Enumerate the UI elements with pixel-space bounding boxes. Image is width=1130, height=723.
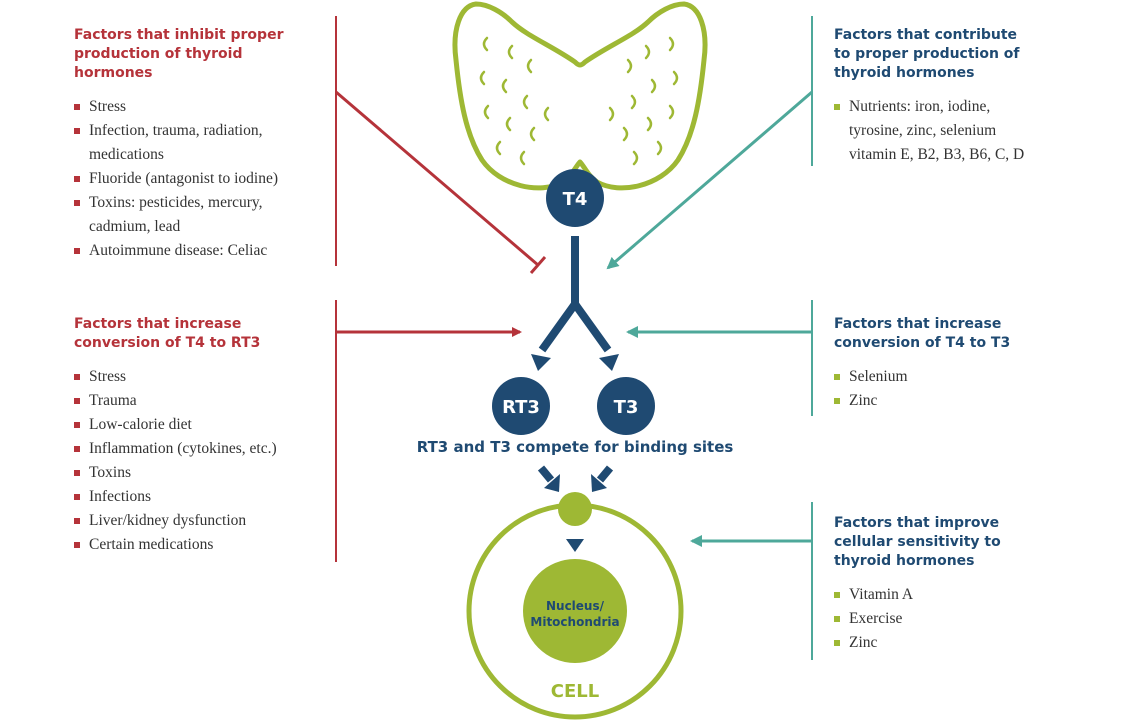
- t4-label: T4: [563, 189, 588, 210]
- panel-heading: Factors that increase conversion of T4 t…: [834, 316, 1011, 351]
- square-bullet-icon: [74, 446, 80, 452]
- square-bullet-icon: [834, 616, 840, 622]
- factor-text: Fluoride (antagonist to iodine): [89, 170, 278, 187]
- square-bullet-icon: [74, 200, 80, 206]
- t4-node: T4: [546, 169, 604, 227]
- contribute-arrow: [606, 90, 813, 270]
- panel-inhibit-production: Factors that inhibit proper production o…: [74, 26, 332, 263]
- factor-item: Fluoride (antagonist to iodine): [74, 167, 332, 191]
- square-bullet-icon: [834, 398, 840, 404]
- factor-item: Infections: [74, 485, 332, 509]
- factor-item: Liver/kidney dysfunction: [74, 509, 332, 533]
- factor-text: Autoimmune disease: Celiac: [89, 242, 268, 259]
- rt3-node: RT3: [492, 377, 550, 435]
- square-bullet-icon: [74, 542, 80, 548]
- factor-text: Infection, trauma, radiation, medication…: [89, 122, 263, 163]
- factor-text: Selenium: [849, 368, 908, 385]
- square-bullet-icon: [74, 374, 80, 380]
- factor-item: Selenium: [834, 365, 1114, 389]
- t3-label: T3: [614, 397, 639, 418]
- factor-item: Zinc: [834, 631, 1114, 655]
- square-bullet-icon: [74, 494, 80, 500]
- panel-heading: Factors that contribute to proper produc…: [834, 27, 1020, 81]
- factor-item: Exercise: [834, 607, 1114, 631]
- factor-item: Stress: [74, 365, 332, 389]
- compete-caption: RT3 and T3 compete for binding sites: [416, 438, 734, 456]
- factor-text: Low-calorie diet: [89, 416, 192, 433]
- factor-item: Autoimmune disease: Celiac: [74, 239, 332, 263]
- panel-cellular-sensitivity: Factors that improve cellular sensitivit…: [834, 514, 1114, 655]
- factor-text: Liver/kidney dysfunction: [89, 512, 247, 529]
- factor-text: Stress: [89, 98, 127, 115]
- factor-text: Vitamin A: [849, 586, 914, 603]
- factor-text: Zinc: [849, 634, 878, 651]
- conversion-branch-arrows: [531, 236, 619, 371]
- factor-item: Zinc: [834, 389, 1114, 413]
- square-bullet-icon: [74, 398, 80, 404]
- square-bullet-icon: [834, 374, 840, 380]
- square-bullet-icon: [74, 248, 80, 254]
- factor-item: Certain medications: [74, 533, 332, 557]
- receptor-node: [558, 492, 592, 526]
- factor-text: Zinc: [849, 392, 878, 409]
- panel-increase-rt3: Factors that increase conversion of T4 t…: [74, 315, 332, 557]
- square-bullet-icon: [74, 470, 80, 476]
- factor-item: Toxins: [74, 461, 332, 485]
- factor-text: Exercise: [849, 610, 903, 627]
- panel-increase-t3: Factors that increase conversion of T4 t…: [834, 315, 1114, 413]
- factor-item: Stress: [74, 95, 332, 119]
- cell-label: CELL: [551, 681, 599, 702]
- inhibit-connector: [335, 90, 547, 274]
- square-bullet-icon: [74, 128, 80, 134]
- factor-item: Toxins: pesticides, mercury, cadmium, le…: [74, 191, 332, 239]
- binding-arrows: [537, 465, 614, 492]
- factor-list: Nutrients: iron, iodine, tyrosine, zinc,…: [834, 95, 1114, 167]
- factor-text: Certain medications: [89, 536, 214, 553]
- factor-item: Trauma: [74, 389, 332, 413]
- factor-text: Toxins: pesticides, mercury, cadmium, le…: [89, 194, 263, 235]
- panel-heading: Factors that inhibit proper production o…: [74, 27, 284, 81]
- factor-text: Inflammation (cytokines, etc.): [89, 440, 277, 457]
- square-bullet-icon: [74, 422, 80, 428]
- rt3-label: RT3: [502, 397, 540, 418]
- thyroid-gland-icon: [452, 1, 708, 191]
- nucleus-mitochondria: [523, 559, 627, 663]
- factor-text: Nutrients: iron, iodine, tyrosine, zinc,…: [849, 98, 1025, 163]
- factor-item: Nutrients: iron, iodine, tyrosine, zinc,…: [834, 95, 1114, 167]
- factor-item: Inflammation (cytokines, etc.): [74, 437, 332, 461]
- t3-node: T3: [597, 377, 655, 435]
- panel-heading: Factors that improve cellular sensitivit…: [834, 515, 1001, 569]
- panel-heading: Factors that increase conversion of T4 t…: [74, 316, 261, 351]
- nucleus-label-line2: Mitochondria: [530, 615, 619, 629]
- factor-text: Infections: [89, 488, 151, 505]
- factor-text: Trauma: [89, 392, 137, 409]
- down-triangle-icon: [566, 539, 584, 552]
- square-bullet-icon: [834, 592, 840, 598]
- factor-item: Low-calorie diet: [74, 413, 332, 437]
- nucleus-label-line1: Nucleus/: [546, 599, 605, 613]
- factor-text: Toxins: [89, 464, 131, 481]
- factor-text: Stress: [89, 368, 127, 385]
- factor-item: Infection, trauma, radiation, medication…: [74, 119, 332, 167]
- square-bullet-icon: [74, 104, 80, 110]
- square-bullet-icon: [834, 104, 840, 110]
- panel-contribute-production: Factors that contribute to proper produc…: [834, 26, 1114, 167]
- factor-item: Vitamin A: [834, 583, 1114, 607]
- square-bullet-icon: [74, 176, 80, 182]
- square-bullet-icon: [74, 518, 80, 524]
- square-bullet-icon: [834, 640, 840, 646]
